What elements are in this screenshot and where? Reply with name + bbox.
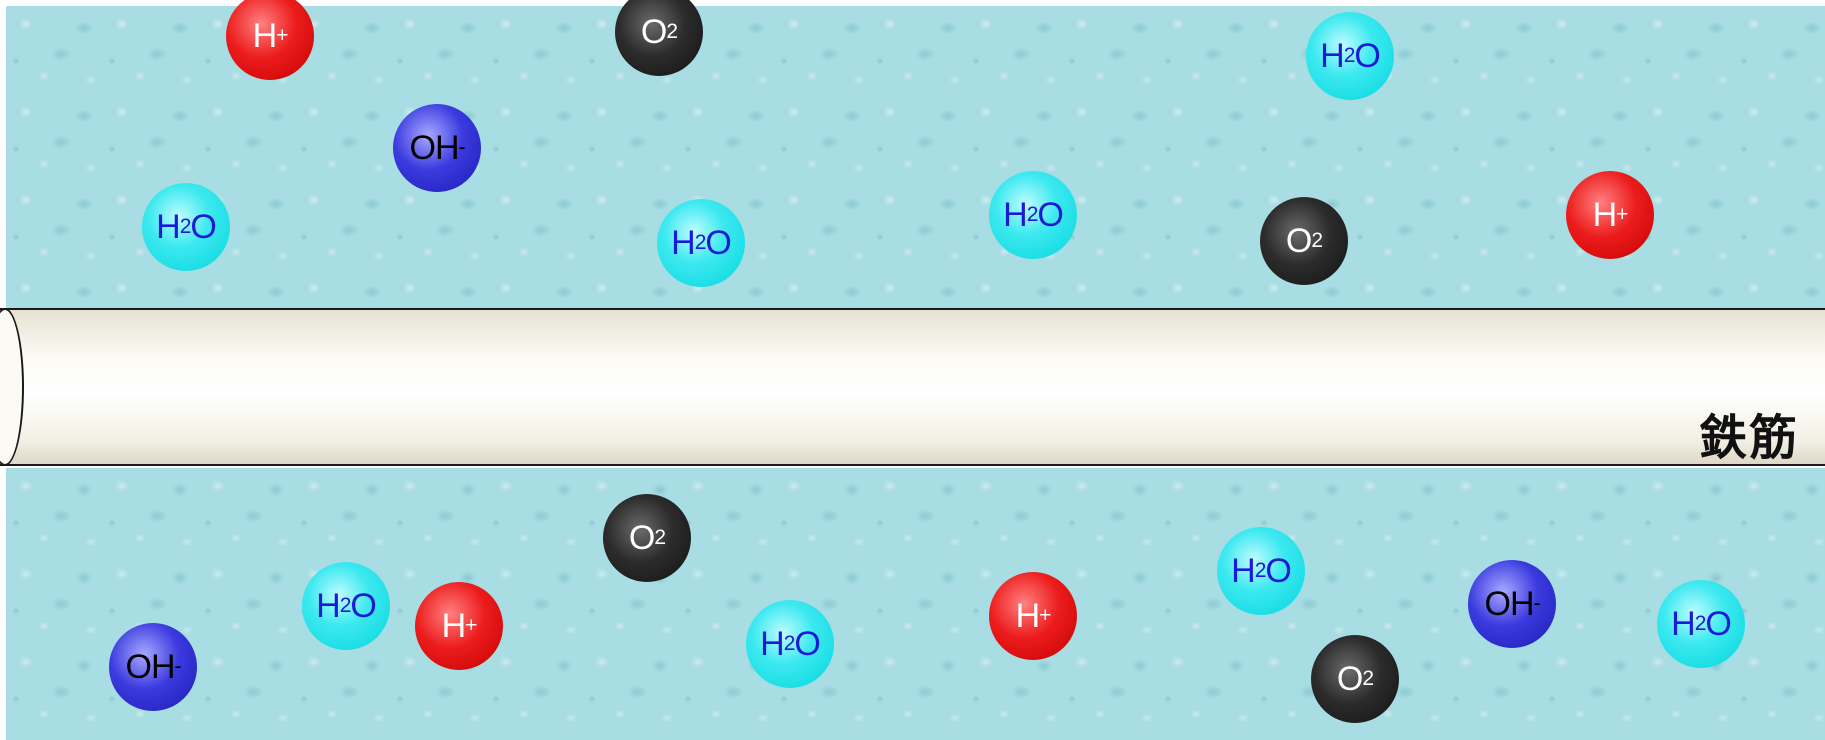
hydroxide-ion: OH-: [109, 623, 197, 711]
hydroxide-ion: OH-: [1468, 560, 1556, 648]
h-plus-ion: H+: [415, 582, 503, 670]
h-plus-ion: H+: [1566, 171, 1654, 259]
hydroxide-ion: OH-: [393, 104, 481, 192]
rebar-label: 鉄筋: [1698, 410, 1799, 466]
rebar-bar: [0, 308, 1825, 466]
h-plus-ion: H+: [989, 572, 1077, 660]
water-region-top: [6, 6, 1825, 309]
h-plus-ion: H+: [226, 0, 314, 80]
